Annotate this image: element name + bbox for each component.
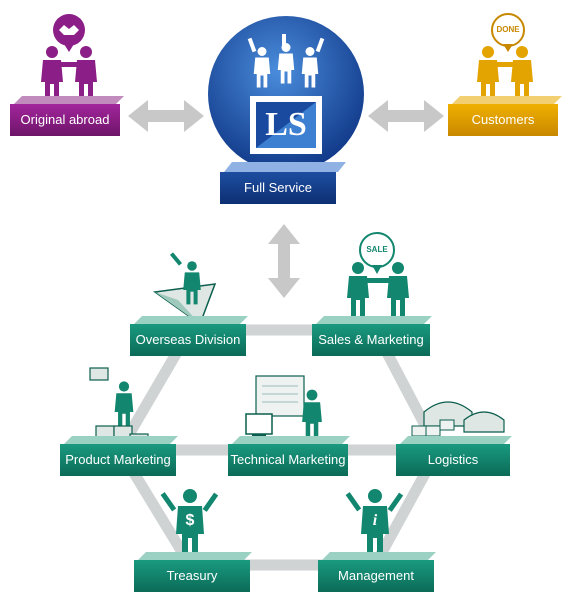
info-person-icon <box>345 489 404 556</box>
management-node <box>318 489 436 592</box>
product-marketing-node <box>60 367 178 476</box>
done-bubble-text: DONE <box>496 25 520 34</box>
paper-plane-person-icon <box>153 252 217 326</box>
logistics-label: Logistics <box>427 452 479 467</box>
warehouse-icon <box>411 401 505 437</box>
team-cheer-icon <box>247 34 325 88</box>
technical-marketing-label: Technical Marketing <box>230 452 346 467</box>
dollar-sign-icon: $ <box>185 512 195 529</box>
sale-bubble-icon <box>359 232 395 274</box>
arrow-center-network <box>268 224 300 298</box>
management-label: Management <box>338 568 414 583</box>
sales-marketing-label: Sales & Marketing <box>318 332 424 347</box>
treasury-label: Treasury <box>166 568 218 583</box>
dollar-person-icon <box>160 489 219 556</box>
handshake-icon <box>477 46 533 100</box>
full-service-label: Full Service <box>244 180 312 195</box>
sale-bubble-text: SALE <box>366 245 388 254</box>
original-abroad-node <box>10 14 124 136</box>
original-abroad-label: Original abroad <box>20 112 110 127</box>
customers-label: Customers <box>471 112 535 127</box>
ls-logo-text: LS <box>265 106 307 143</box>
product-marketing-label: Product Marketing <box>65 452 171 467</box>
overseas-division-node <box>130 252 248 356</box>
logistics-node <box>396 401 512 476</box>
computer-person-icon <box>245 375 322 439</box>
arrow-center-right <box>368 100 444 132</box>
speech-bubble-handshake-icon <box>53 14 85 52</box>
arrow-left-center <box>128 100 204 132</box>
technical-marketing-node <box>228 375 350 476</box>
customers-node <box>448 13 562 136</box>
handshake-icon <box>347 262 409 316</box>
overseas-division-label: Overseas Division <box>135 332 241 347</box>
treasury-node <box>134 489 252 592</box>
handshake-icon <box>41 46 97 100</box>
info-i-icon: i <box>372 512 378 529</box>
full-service-node <box>208 16 364 204</box>
done-bubble-icon <box>491 13 525 52</box>
sales-marketing-node <box>312 232 432 356</box>
